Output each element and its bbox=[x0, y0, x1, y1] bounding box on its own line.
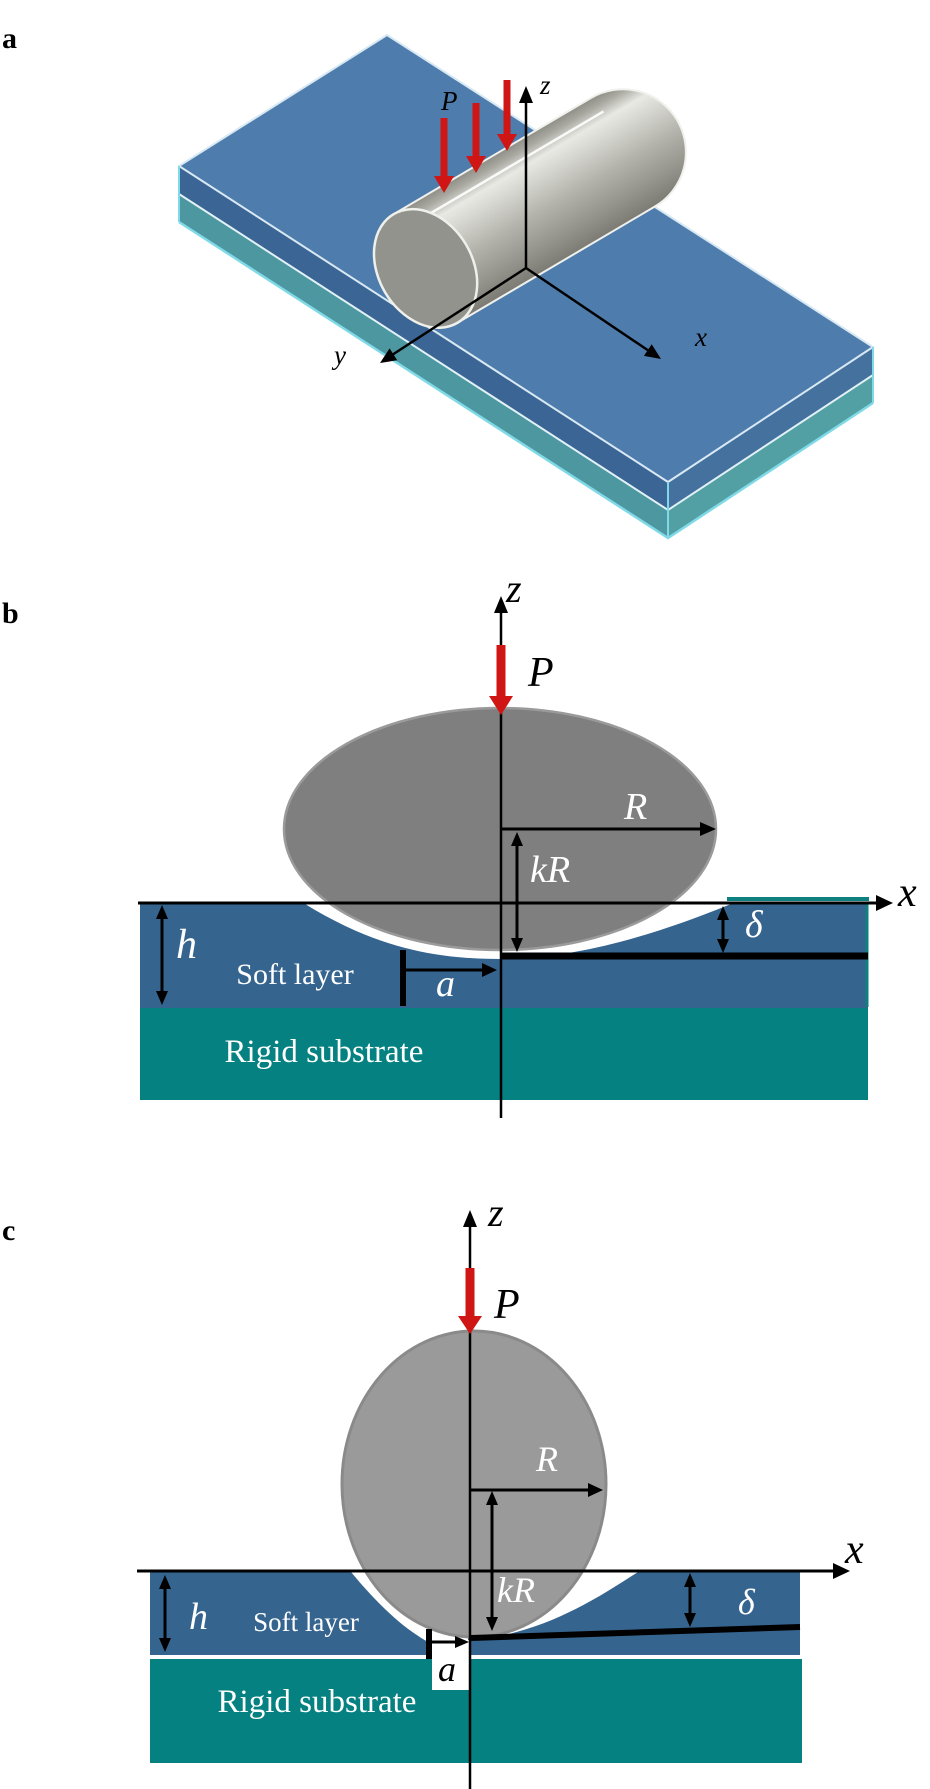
dim-delta-arrowhead-top bbox=[684, 1573, 696, 1587]
panel-c-letter: c bbox=[2, 1214, 15, 1247]
panel-b-h-label: h bbox=[176, 922, 197, 968]
axis-y-arrowhead bbox=[380, 348, 398, 363]
force-arrow-head bbox=[458, 1316, 482, 1334]
panel-b-soft-layer-label: Soft layer bbox=[236, 958, 353, 991]
cylinder-3d bbox=[372, 88, 687, 330]
force-arrows bbox=[434, 80, 517, 193]
slab-corner-edges bbox=[178, 166, 874, 538]
dim-R-arrowhead bbox=[700, 822, 716, 836]
panel-c-load-label: P bbox=[493, 1282, 520, 1328]
slab-teal-band-left bbox=[179, 194, 668, 538]
axis-z-arrowhead bbox=[519, 86, 533, 103]
panel-a-load-label: P bbox=[440, 86, 458, 116]
panel-a-letter: a bbox=[2, 22, 17, 55]
axis-x-arrowhead bbox=[833, 1563, 850, 1579]
dim-h-arrowhead-bottom bbox=[156, 991, 168, 1005]
dim-kR-arrowhead-top bbox=[486, 1491, 498, 1505]
slab-side-right bbox=[668, 347, 873, 510]
cylinder-end-cap bbox=[372, 207, 479, 330]
panel-b-delta-label: δ bbox=[745, 904, 764, 946]
force-arrow-3-head bbox=[497, 134, 517, 151]
dim-h-arrowhead-bottom bbox=[159, 1638, 171, 1652]
dim-R-arrowhead bbox=[588, 1483, 603, 1497]
contact-depth-line bbox=[470, 1624, 801, 1641]
panel-a: a P z x y bbox=[2, 22, 875, 540]
dim-a-arrowhead bbox=[482, 963, 497, 977]
panel-c-R-label: R bbox=[535, 1439, 558, 1479]
cylinder-highlight-line bbox=[415, 110, 605, 224]
dim-h-arrowhead-top bbox=[156, 905, 168, 919]
cylinder-cross-section bbox=[340, 1329, 608, 1639]
substrate-rect bbox=[140, 1008, 868, 1100]
force-arrow-2-head bbox=[466, 156, 486, 173]
panel-c-delta-label: δ bbox=[738, 1582, 756, 1622]
dim-a-arrowhead bbox=[455, 1636, 469, 1648]
axis-z-arrowhead bbox=[463, 1210, 477, 1227]
panel-c-kR-label: kR bbox=[497, 1570, 535, 1610]
panel-b: b z P x R kR δ h a Soft layer Rigid subs… bbox=[2, 566, 917, 1118]
panel-b-x-label: x bbox=[897, 870, 917, 916]
panel-c-a-label: a bbox=[438, 1649, 456, 1689]
axis-x-arrowhead bbox=[876, 895, 893, 911]
panel-c-z-label: z bbox=[487, 1190, 504, 1235]
panel-b-load-label: P bbox=[527, 650, 554, 696]
panel-c-soft-layer-label: Soft layer bbox=[253, 1607, 359, 1637]
dim-a-tick bbox=[426, 1629, 432, 1659]
panel-a-z-label: z bbox=[539, 70, 551, 100]
slab-side-left bbox=[179, 166, 668, 510]
axis-x-line bbox=[525, 266, 650, 353]
dim-delta-arrowhead-bottom bbox=[684, 1613, 696, 1627]
slab-teal-band-right bbox=[668, 375, 873, 538]
axis-x-arrowhead bbox=[643, 344, 661, 359]
panel-a-x-label: x bbox=[694, 322, 707, 352]
force-arrow-head bbox=[489, 696, 513, 715]
panel-b-R-label: R bbox=[623, 786, 647, 828]
panel-b-z-label: z bbox=[505, 566, 522, 611]
panel-c-substrate-label: Rigid substrate bbox=[218, 1684, 417, 1720]
force-arrow-1-head bbox=[434, 176, 454, 193]
dim-kR-arrowhead-bottom bbox=[486, 1617, 498, 1631]
contact-gap-notch bbox=[432, 1640, 469, 1690]
panel-b-kR-label: kR bbox=[530, 849, 570, 891]
dim-delta-arrowhead-top bbox=[717, 906, 729, 920]
panel-b-substrate-label: Rigid substrate bbox=[225, 1034, 424, 1070]
panel-c: c z P x R kR δ h a Soft layer Rigid subs… bbox=[2, 1190, 864, 1789]
substrate-rect bbox=[150, 1659, 802, 1763]
panel-a-y-label: y bbox=[331, 340, 346, 370]
dim-delta-arrowhead-bottom bbox=[717, 939, 729, 953]
dim-a-tick bbox=[400, 950, 406, 1006]
dim-kR-arrowhead-top bbox=[511, 832, 523, 846]
dim-kR-arrowhead-bottom bbox=[511, 938, 523, 952]
panel-c-h-label: h bbox=[189, 1596, 208, 1638]
axis-y-line bbox=[391, 266, 527, 357]
panel-b-letter: b bbox=[2, 597, 19, 630]
dim-h-arrowhead-top bbox=[159, 1575, 171, 1589]
panel-b-a-label: a bbox=[436, 963, 455, 1005]
axis-z-arrowhead bbox=[494, 596, 508, 613]
panel-c-x-label: x bbox=[844, 1527, 864, 1573]
